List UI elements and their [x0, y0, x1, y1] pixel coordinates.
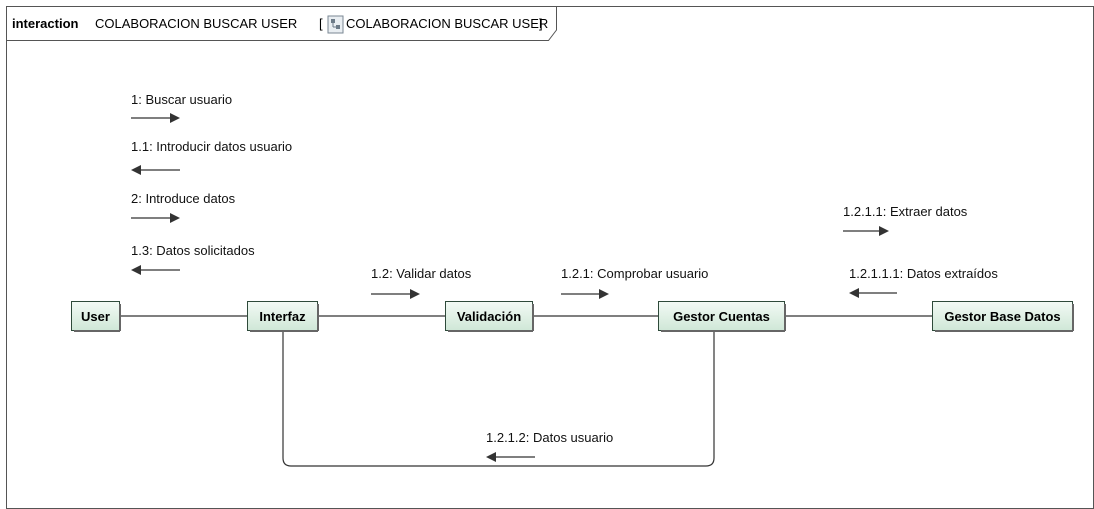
message-label-2: 2: Introduce datos — [131, 191, 236, 206]
message-label-1-2: 1.2: Validar datos — [371, 266, 472, 281]
message-label-1-2-1-1: 1.2.1.1: Extraer datos — [843, 204, 968, 219]
lifeline-interfaz-label: Interfaz — [259, 309, 306, 324]
header-keyword: interaction — [12, 16, 79, 31]
arrow-right-icon — [131, 213, 180, 223]
header-name: COLABORACION BUSCAR USER — [95, 16, 297, 31]
frame-header-tab — [6, 6, 557, 41]
arrow-right-icon — [561, 289, 609, 299]
lifeline-validacion[interactable]: Validación — [445, 301, 534, 332]
lifeline-gestor-cuentas[interactable]: Gestor Cuentas — [658, 301, 786, 332]
lifeline-user-label: User — [81, 309, 110, 324]
message-label-1-2-1-1-1: 1.2.1.1.1: Datos extraídos — [849, 266, 998, 281]
arrow-right-icon — [843, 226, 889, 236]
message-label-1-2-1: 1.2.1: Comprobar usuario — [561, 266, 708, 281]
header-bracket-close: ] — [539, 16, 543, 31]
message-label-1-1: 1.1: Introducir datos usuario — [131, 139, 292, 154]
arrow-left-icon — [486, 452, 535, 462]
lifeline-validacion-label: Validación — [457, 309, 521, 324]
link-interfaz-gestor-bottom — [282, 330, 715, 467]
lifeline-gestor-base-datos[interactable]: Gestor Base Datos — [932, 301, 1074, 332]
message-arrows — [131, 113, 897, 462]
lifeline-gestor-cuentas-label: Gestor Cuentas — [673, 309, 770, 324]
header-bracket-open: [ — [319, 16, 323, 31]
lifeline-user[interactable]: User — [71, 301, 121, 332]
lifeline-interfaz[interactable]: Interfaz — [247, 301, 319, 332]
message-label-1-2-1-2: 1.2.1.2: Datos usuario — [486, 430, 613, 445]
message-label-1-3: 1.3: Datos solicitados — [131, 243, 255, 258]
arrow-left-icon — [131, 165, 180, 175]
arrow-left-icon — [849, 288, 897, 298]
links — [120, 315, 932, 467]
arrow-right-icon — [131, 113, 180, 123]
message-label-1: 1: Buscar usuario — [131, 92, 232, 107]
header-ref-name: COLABORACION BUSCAR USER — [346, 16, 548, 31]
lifeline-gestor-base-datos-label: Gestor Base Datos — [944, 309, 1060, 324]
arrow-right-icon — [371, 289, 420, 299]
diagram-ref-icon — [327, 15, 344, 34]
arrow-left-icon — [131, 265, 180, 275]
